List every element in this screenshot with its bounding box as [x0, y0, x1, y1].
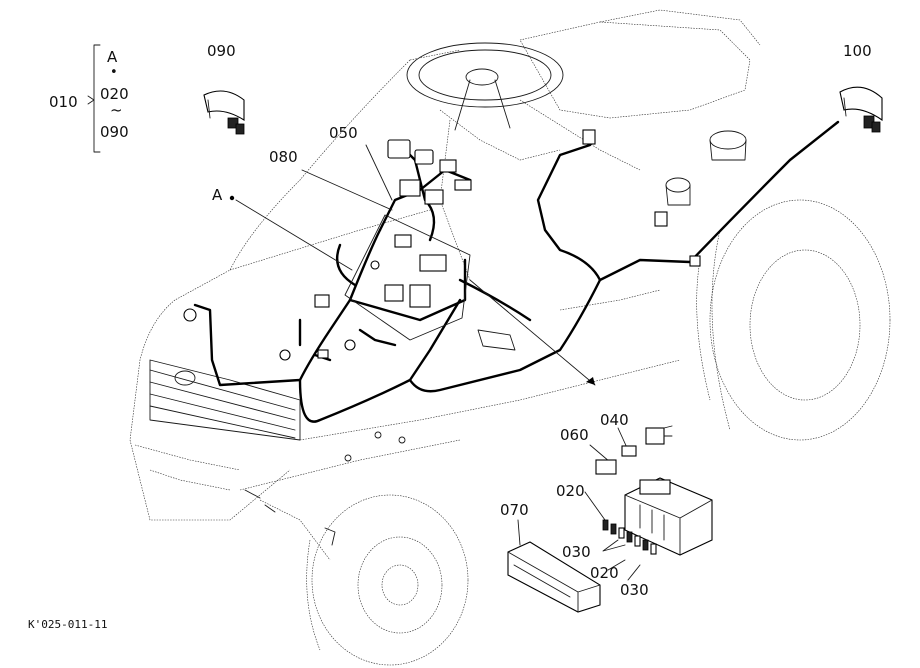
- group-bracket: [93, 44, 101, 153]
- callout-020-a: 020: [556, 482, 585, 500]
- callout-group-a: A: [107, 48, 118, 66]
- callout-020-group: 020: [100, 85, 129, 103]
- callout-040: 040: [600, 411, 629, 429]
- callout-100: 100: [843, 42, 872, 60]
- fuses-icon: [602, 519, 657, 555]
- callout-070: 070: [500, 501, 529, 519]
- callout-050: 050: [329, 124, 358, 142]
- figure-code: K'025-011-11: [28, 618, 108, 631]
- harness-connectors: [183, 129, 701, 361]
- clamp-090-icon: [203, 90, 245, 135]
- callout-010: 010: [49, 93, 78, 111]
- callout-030-a: 030: [562, 543, 591, 561]
- relay-060-icon: [595, 459, 617, 475]
- callout-090-group: 090: [100, 123, 129, 141]
- clamp-100-icon: [839, 86, 883, 133]
- leader-lines: [229, 144, 641, 581]
- fuse-block-icon: [624, 477, 713, 556]
- fuse-box-outline: [344, 214, 471, 341]
- wire-harness: [193, 120, 840, 423]
- callout-080: 080: [269, 148, 298, 166]
- callout-090: 090: [207, 42, 236, 60]
- cover-070-icon: [507, 541, 601, 613]
- callout-060: 060: [560, 426, 589, 444]
- callout-dot: •: [110, 65, 118, 80]
- relay-040-icon: [621, 425, 673, 457]
- callout-020-b: 020: [590, 564, 619, 582]
- tractor-outline: [129, 9, 891, 666]
- callout-030-b: 030: [620, 581, 649, 599]
- callout-ref-a: A: [212, 186, 223, 204]
- callout-tilde: ~: [110, 101, 123, 119]
